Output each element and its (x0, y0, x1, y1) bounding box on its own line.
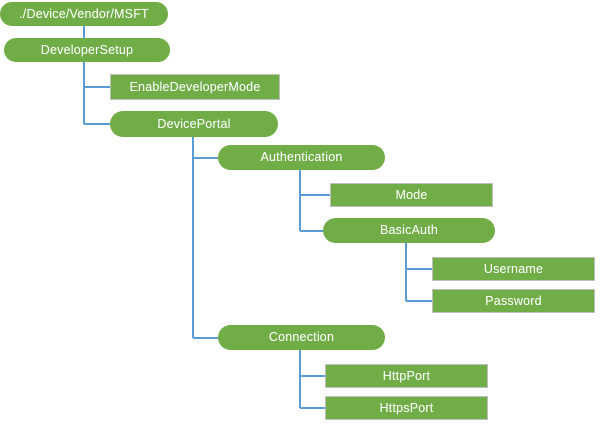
node-root-label: ./Device/Vendor/MSFT (19, 6, 149, 21)
node-enable-developer-mode-label: EnableDeveloperMode (129, 79, 261, 94)
node-mode[interactable]: Mode (330, 183, 493, 207)
node-basic-auth[interactable]: BasicAuth (323, 218, 495, 243)
node-password-label: Password (485, 293, 542, 308)
node-http-port-label: HttpPort (382, 368, 431, 383)
node-developer-setup[interactable]: DeveloperSetup (4, 38, 170, 62)
node-username[interactable]: Username (432, 257, 595, 281)
node-enable-developer-mode[interactable]: EnableDeveloperMode (110, 74, 280, 100)
node-http-port[interactable]: HttpPort (325, 364, 488, 388)
node-authentication[interactable]: Authentication (218, 145, 385, 170)
node-password[interactable]: Password (432, 289, 595, 313)
node-https-port-label: HttpsPort (379, 400, 434, 415)
node-developer-setup-label: DeveloperSetup (40, 42, 134, 57)
node-basic-auth-label: BasicAuth (379, 223, 439, 238)
node-root[interactable]: ./Device/Vendor/MSFT (0, 2, 168, 26)
node-mode-label: Mode (395, 187, 428, 202)
node-https-port[interactable]: HttpsPort (325, 396, 488, 420)
node-connection-label: Connection (268, 330, 335, 345)
node-device-portal-label: DevicePortal (157, 116, 231, 131)
node-connection[interactable]: Connection (218, 325, 385, 350)
node-device-portal[interactable]: DevicePortal (110, 111, 278, 137)
node-authentication-label: Authentication (260, 150, 343, 165)
node-username-label: Username (483, 261, 544, 276)
